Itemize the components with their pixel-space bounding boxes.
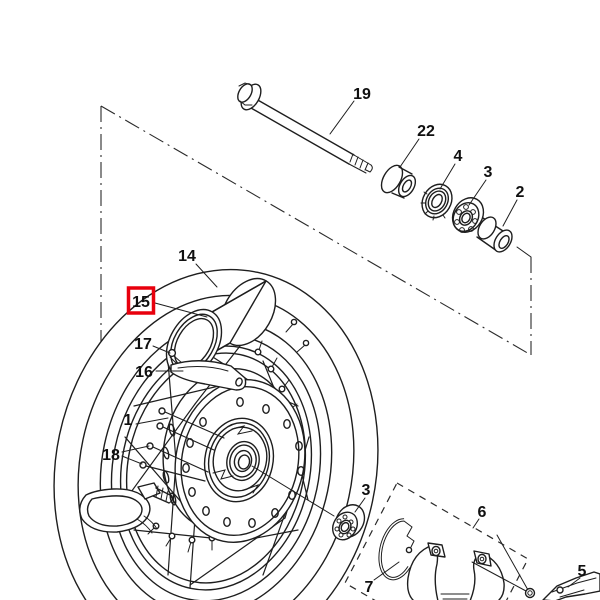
brake-shoes [406, 542, 505, 600]
label-part-5[interactable]: 5 [578, 563, 587, 580]
label-part-18[interactable]: 18 [102, 447, 120, 464]
label-part-19[interactable]: 19 [353, 86, 371, 103]
axle-bolt [237, 82, 373, 174]
label-part-15[interactable]: 15 [132, 294, 150, 311]
bearing-upper [451, 197, 485, 233]
hub-cover [165, 277, 277, 378]
spacer-collar [476, 216, 513, 253]
label-part-17[interactable]: 17 [134, 336, 152, 353]
hub-flange-holes [162, 397, 305, 529]
label-part-6[interactable]: 6 [478, 504, 487, 521]
hub-center-drum [203, 417, 275, 503]
label-part-3[interactable]: 3 [484, 164, 493, 181]
rim-clamp [79, 482, 174, 534]
collar [380, 164, 417, 199]
label-part-2[interactable]: 2 [516, 184, 525, 201]
label-part-14[interactable]: 14 [178, 248, 196, 265]
circlip [378, 518, 415, 581]
label-part-4[interactable]: 4 [454, 148, 463, 165]
part-labels: 19 22 4 3 2 14 15 17 16 1 18 3 7 6 5 [102, 86, 586, 596]
bolt-threads [348, 153, 373, 174]
stay-bracket-16 [170, 360, 247, 391]
bearing-lower [331, 504, 366, 541]
label-part-7[interactable]: 7 [365, 579, 374, 596]
label-part-1[interactable]: 1 [124, 412, 133, 429]
cover-bolt-17 [167, 348, 183, 365]
label-part-3-lower[interactable]: 3 [362, 482, 371, 499]
label-part-16[interactable]: 16 [135, 364, 153, 381]
highlight-box-part-15 [126, 286, 156, 315]
brake-cam-lever [471, 534, 600, 600]
axis-leader-line [251, 465, 335, 517]
label-part-22[interactable]: 22 [417, 123, 435, 140]
hub [162, 367, 306, 544]
oil-seal [420, 183, 453, 221]
